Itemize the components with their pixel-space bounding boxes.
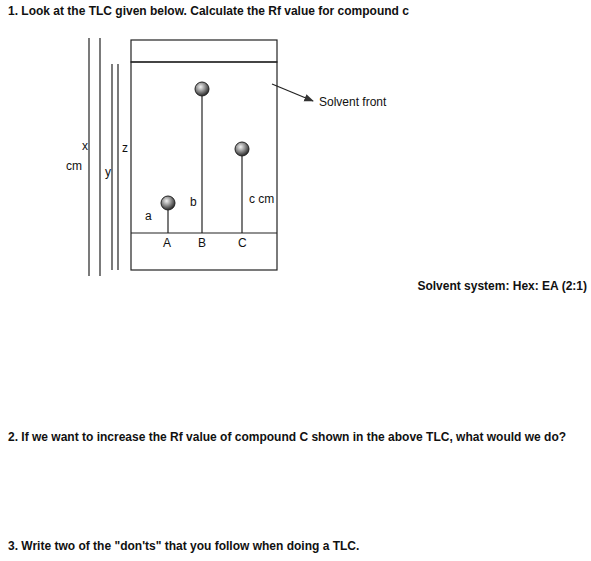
question: 2. If we want to increase the Rf value o…: [8, 430, 566, 444]
lane-label: A: [163, 236, 171, 250]
distance-line: [88, 38, 89, 276]
spot-a: [161, 196, 175, 210]
distance-line: [99, 38, 100, 276]
unit-label: cm: [66, 159, 82, 173]
lane-label: C: [238, 236, 247, 250]
distance-label: y: [105, 165, 111, 179]
solvent-front-pointer: [272, 84, 313, 101]
spot-b: [195, 82, 209, 96]
distance-label: c cm: [249, 192, 274, 206]
distance-label: x: [82, 139, 88, 153]
plate-top-strip: [131, 40, 277, 62]
spot-distance-line: [167, 210, 168, 233]
distance-line: [111, 64, 112, 270]
distance-label: a: [145, 209, 152, 223]
distance-line: [117, 64, 118, 270]
spot-distance-line: [241, 156, 242, 233]
tlc-plate: [131, 62, 277, 270]
baseline: [131, 232, 277, 233]
pointer-label: Solvent front: [319, 95, 386, 109]
distance-label: b: [190, 195, 197, 209]
question: 1. Look at the TLC given below. Calculat…: [8, 4, 409, 18]
solvent-system-note: Solvent system: Hex: EA (2:1): [417, 279, 587, 293]
spot-distance-line: [201, 96, 202, 233]
question: 3. Write two of the "don'ts" that you fo…: [8, 539, 359, 553]
lane-label: B: [198, 236, 206, 250]
distance-label: z: [122, 141, 128, 155]
spot-c: [235, 142, 249, 156]
